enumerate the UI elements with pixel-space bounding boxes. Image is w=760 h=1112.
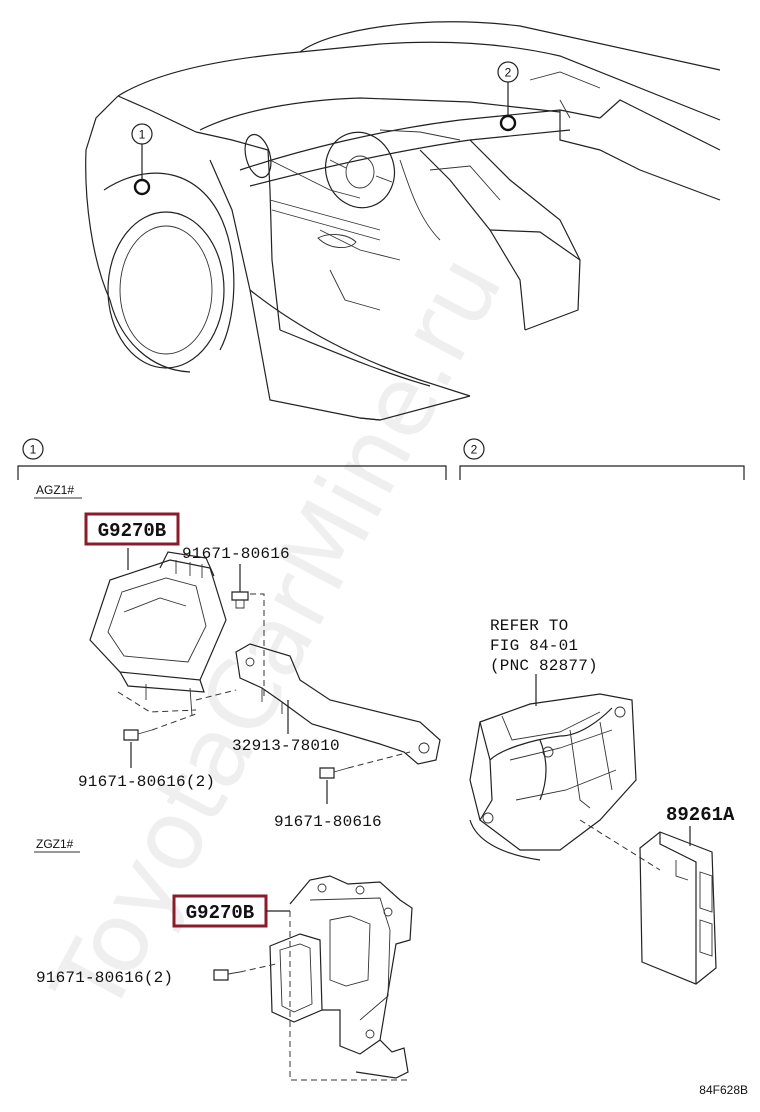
junction-block: [469, 693, 637, 861]
callout-2-marker: 2: [497, 61, 519, 132]
callout-1-marker: 1: [131, 123, 153, 196]
bolt-top: [231, 591, 249, 609]
vehicle-interior-illustration: [85, 21, 721, 421]
module-89261a: [639, 831, 717, 985]
control-module-agz: [89, 551, 227, 717]
bracket: [235, 643, 441, 765]
section-1-header: 1: [17, 438, 447, 480]
section-2-number: 2: [471, 443, 478, 457]
bolt-pair-bottom: [213, 969, 241, 981]
g9270b-top-label[interactable]: G9270B: [98, 520, 166, 542]
g9270b-bottom-label[interactable]: G9270B: [186, 902, 254, 924]
variant-agz-label: AGZ1#: [36, 483, 74, 497]
watermark: ToyotaCarMine.ru: [31, 238, 524, 1032]
g9270b-top-highlight: [84, 512, 180, 546]
module-89261a-label[interactable]: 89261A: [666, 804, 735, 826]
bolt-bottom-right-label[interactable]: 91671-80616: [274, 813, 382, 831]
figure-code: 84F628B: [699, 1083, 748, 1097]
refer-line-3: (PNC 82877): [490, 657, 598, 675]
bolt-pair-top-label[interactable]: 91671-80616(2): [78, 773, 215, 791]
bolt-pair-bottom-label[interactable]: 91671-80616(2): [36, 969, 173, 987]
callout-2-number: 2: [505, 66, 512, 80]
bolt-bottom-right: [319, 767, 349, 779]
bolt-top-label[interactable]: 91671-80616: [182, 545, 290, 563]
refer-line-2[interactable]: FIG 84-01: [490, 637, 578, 655]
refer-line-1: REFER TO: [490, 617, 568, 635]
section-1-number: 1: [30, 443, 37, 457]
callout-1-number: 1: [139, 128, 146, 142]
variant-zgz-label: ZGZ1#: [36, 837, 74, 851]
section-2-header: 2: [459, 438, 745, 480]
bolt-pair-top: [123, 729, 153, 741]
control-module-zgz: [269, 875, 413, 1079]
bracket-label[interactable]: 32913-78010: [232, 737, 340, 755]
